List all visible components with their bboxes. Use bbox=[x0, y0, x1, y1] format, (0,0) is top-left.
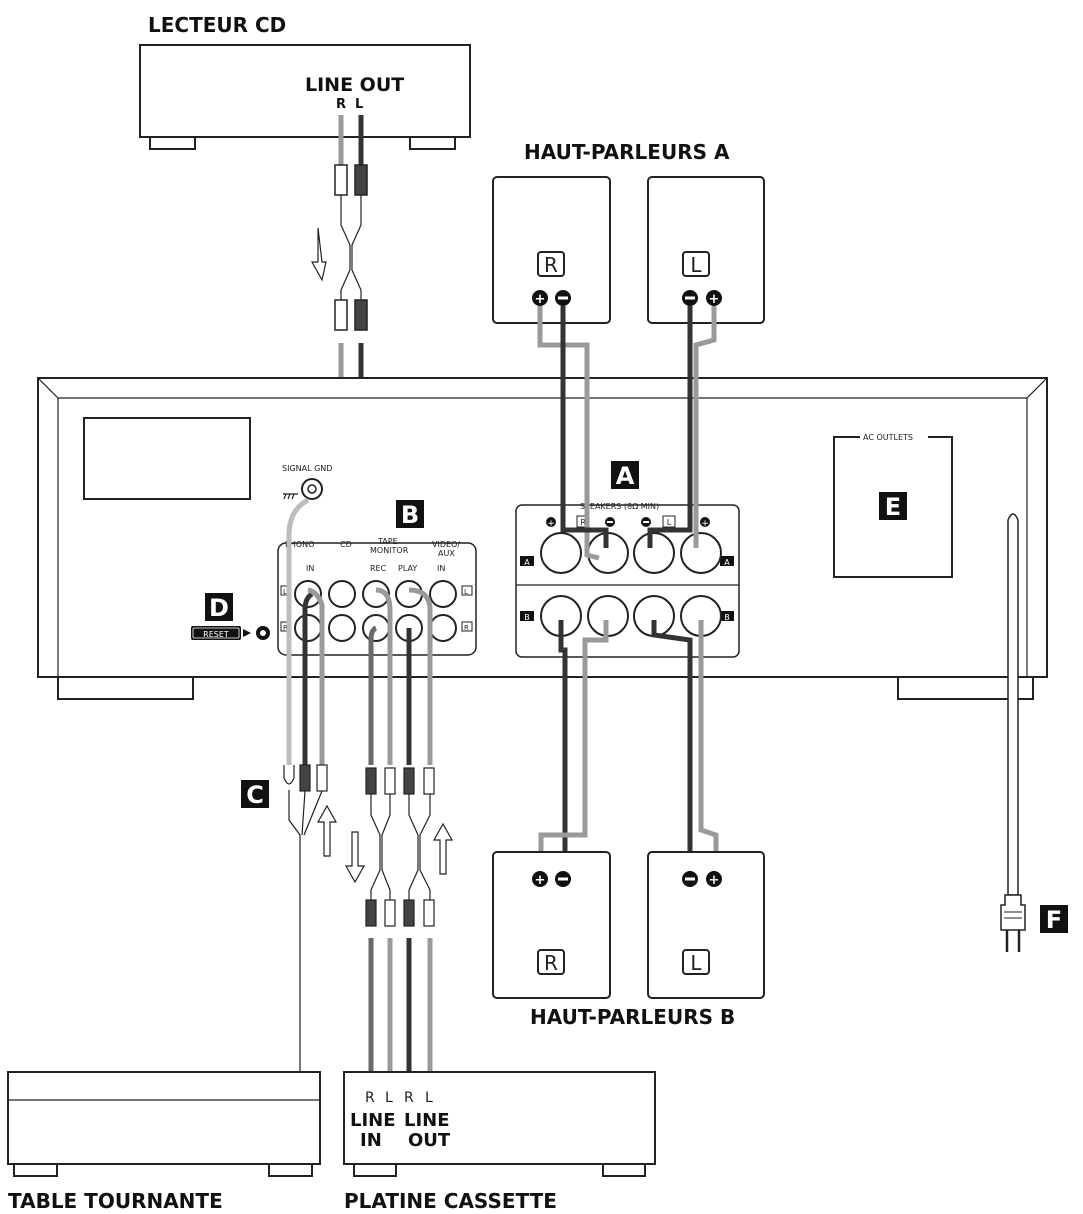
signal-arrow-icon bbox=[344, 831, 366, 884]
cd-r-label: R bbox=[336, 97, 346, 112]
marker-d-label: D bbox=[209, 594, 229, 622]
reset-section: D RESET bbox=[191, 593, 270, 640]
marker-b: B bbox=[396, 500, 424, 529]
speaker-a-left-label: L bbox=[690, 253, 702, 277]
power-cord: F bbox=[1000, 513, 1068, 952]
ch-a-right-label: A bbox=[724, 558, 730, 567]
svg-text:+: + bbox=[709, 292, 720, 307]
turntable-cables bbox=[283, 497, 338, 1075]
svg-text:+: + bbox=[709, 873, 720, 888]
video-label: VIDEO/ bbox=[432, 540, 460, 549]
cassette-deck: R L R L LINE IN LINE OUT PLATINE CASSETT… bbox=[343, 1071, 656, 1213]
ch-b-right-label: B bbox=[724, 613, 730, 622]
plus-terminal-icon bbox=[706, 290, 722, 306]
panel-r-label: R bbox=[283, 624, 288, 632]
speaker-b-left: + L bbox=[647, 851, 765, 999]
deck-line-out-label-2: OUT bbox=[408, 1130, 451, 1151]
monitor-label: MONITOR bbox=[370, 546, 409, 555]
cd-player: LECTEUR CD LINE OUT R L bbox=[139, 13, 471, 150]
input-panel: PHONO CD TAPE MONITOR VIDEO/ AUX IN REC … bbox=[277, 537, 477, 656]
ac-outlets-label: AC OUTLETS bbox=[863, 433, 913, 442]
speaker-a-wires bbox=[537, 306, 717, 561]
deck-line-in-label-2: IN bbox=[360, 1130, 382, 1151]
cd-player-title: LECTEUR CD bbox=[148, 13, 286, 37]
cd-label: CD bbox=[340, 540, 352, 549]
phono-label: PHONO bbox=[285, 540, 314, 549]
tape-label: TAPE bbox=[377, 537, 398, 546]
plus-terminal-icon bbox=[532, 871, 548, 887]
marker-c: C bbox=[241, 780, 269, 809]
ch-a-left-label: A bbox=[524, 558, 530, 567]
plus-terminal-icon bbox=[532, 290, 548, 306]
ground-fork-icon bbox=[283, 765, 295, 785]
signal-gnd: SIGNAL GND bbox=[282, 464, 332, 500]
marker-a: A bbox=[611, 461, 639, 490]
svg-text:+: + bbox=[701, 519, 709, 529]
cassette-title: PLATINE CASSETTE bbox=[344, 1189, 557, 1213]
panel-l-label-right: L bbox=[464, 588, 468, 596]
signal-arrow-icon bbox=[310, 227, 327, 282]
deck-r2-label: R bbox=[404, 1090, 414, 1106]
signal-arrow-icon bbox=[432, 822, 454, 875]
speakers-panel-l-label: L bbox=[667, 518, 672, 527]
speakers-panel-r-label: R bbox=[580, 518, 586, 527]
turntable-title: TABLE TOURNANTE bbox=[8, 1189, 223, 1213]
reset-label: RESET bbox=[203, 630, 229, 639]
rec-label: REC bbox=[370, 564, 387, 573]
speaker-b-left-label: L bbox=[690, 951, 702, 975]
aux-in-label: IN bbox=[437, 564, 445, 573]
signal-arrow-icon bbox=[316, 804, 338, 857]
svg-text:+: + bbox=[547, 519, 555, 529]
panel-l-label: L bbox=[283, 588, 287, 596]
svg-text:+: + bbox=[535, 873, 546, 888]
cd-l-label: L bbox=[355, 97, 363, 112]
ac-outlets: AC OUTLETS E bbox=[833, 430, 953, 578]
ground-symbol-icon bbox=[283, 493, 298, 500]
speakers-panel-label: SPEAKERS (8Ω MIN) bbox=[580, 502, 659, 511]
speaker-a-right: R + bbox=[492, 176, 611, 324]
cassette-cables bbox=[344, 587, 454, 1080]
signal-gnd-label: SIGNAL GND bbox=[282, 464, 332, 473]
marker-f-label: F bbox=[1046, 906, 1062, 934]
speaker-a-left: L + bbox=[647, 176, 765, 324]
marker-c-label: C bbox=[246, 781, 264, 809]
reset-button[interactable] bbox=[191, 626, 241, 640]
play-label: PLAY bbox=[398, 564, 417, 573]
speakers-panel: SPEAKERS (8Ω MIN) A A B B + R L + bbox=[515, 502, 740, 658]
phono-in-label: IN bbox=[306, 564, 314, 573]
marker-a-label: A bbox=[616, 462, 635, 490]
panel-r-label-right: R bbox=[464, 624, 469, 632]
cd-line-out-label: LINE OUT bbox=[305, 74, 404, 96]
deck-line-out-label-1: LINE bbox=[404, 1110, 450, 1131]
marker-b-label: B bbox=[401, 501, 419, 529]
deck-line-in-label-1: LINE bbox=[350, 1110, 396, 1131]
turntable: TABLE TOURNANTE bbox=[7, 1071, 321, 1213]
speakers-b-title: HAUT-PARLEURS B bbox=[530, 1005, 735, 1029]
speakers-a-title: HAUT-PARLEURS A bbox=[524, 140, 730, 164]
aux-label: AUX bbox=[438, 549, 455, 558]
speaker-b-right: + R bbox=[492, 851, 611, 999]
deck-l2-label: L bbox=[425, 1090, 433, 1106]
speaker-b-right-label: R bbox=[544, 951, 558, 975]
svg-text:+: + bbox=[535, 292, 546, 307]
deck-r1-label: R bbox=[365, 1090, 375, 1106]
deck-l1-label: L bbox=[385, 1090, 393, 1106]
marker-e-label: E bbox=[885, 493, 901, 521]
speaker-a-right-label: R bbox=[544, 253, 558, 277]
ch-b-left-label: B bbox=[524, 613, 530, 622]
plus-terminal-icon bbox=[706, 871, 722, 887]
